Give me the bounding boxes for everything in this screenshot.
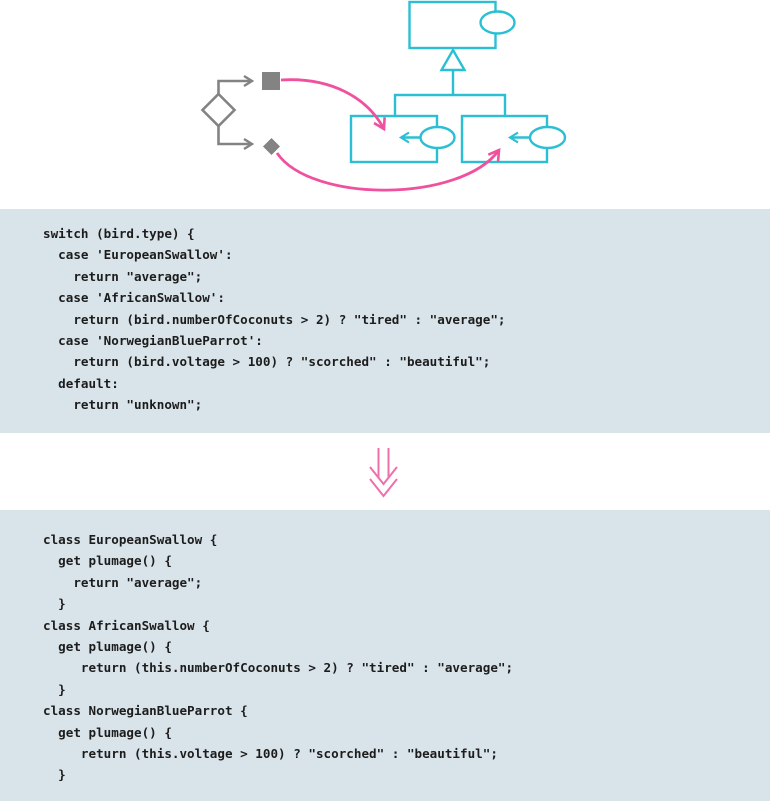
code-block-before: switch (bird.type) { case 'EuropeanSwall… bbox=[0, 209, 770, 433]
method-ellipse-right bbox=[528, 125, 567, 150]
conditional-diamond bbox=[200, 92, 237, 128]
generalization-triangle bbox=[439, 47, 467, 72]
code-before-text: switch (bird.type) { case 'EuropeanSwall… bbox=[43, 226, 506, 413]
superclass-method-ellipse bbox=[479, 10, 516, 35]
code-after-text: class EuropeanSwallow { get plumage() { … bbox=[43, 532, 514, 783]
branch-square bbox=[262, 72, 280, 90]
flow-connector-top bbox=[217, 74, 255, 96]
refactoring-diagram bbox=[200, 0, 567, 192]
method-ellipse-left bbox=[419, 125, 456, 150]
morph-arrow-top bbox=[280, 78, 386, 132]
flow-connector-bottom bbox=[217, 124, 255, 151]
branch-diamond bbox=[263, 138, 280, 155]
transform-arrow-icon bbox=[369, 448, 398, 498]
code-block-after: class EuropeanSwallow { get plumage() { … bbox=[0, 510, 770, 801]
hierarchy-bracket bbox=[393, 93, 507, 116]
morph-arrow-bottom bbox=[275, 147, 501, 192]
